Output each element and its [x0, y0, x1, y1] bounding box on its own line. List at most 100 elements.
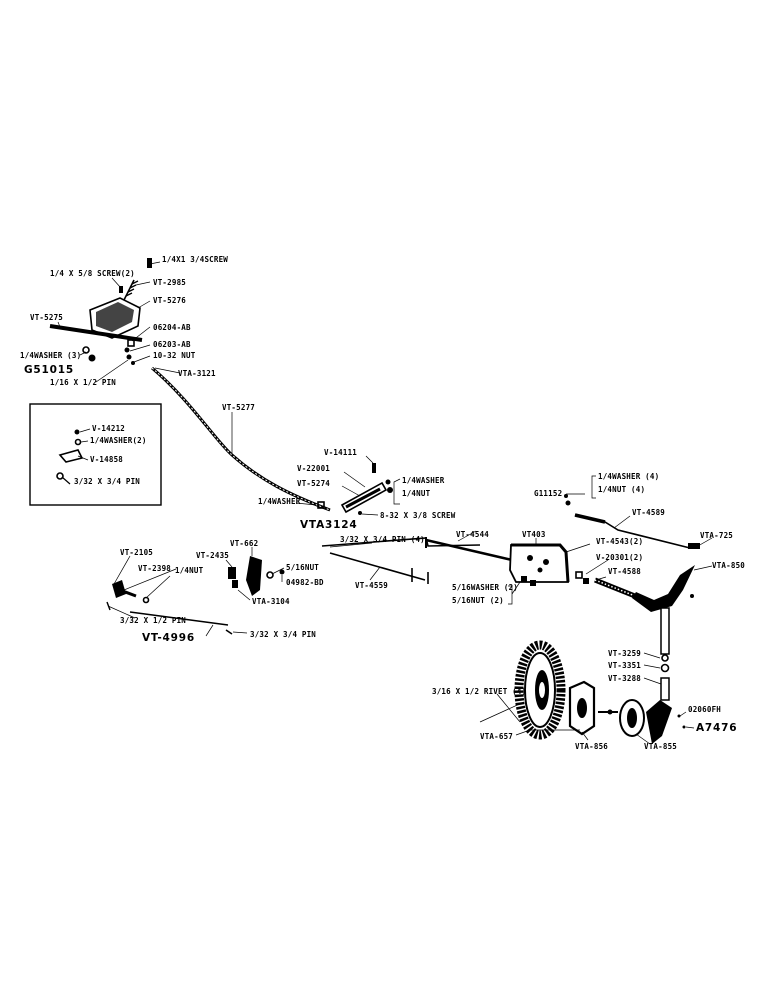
washer-c — [126, 354, 132, 360]
screw-top — [147, 258, 152, 268]
label-nut-right: 5/16NUT — [286, 563, 319, 572]
screw-small — [119, 286, 123, 293]
callout-labels: 1/4X1 3/4SCREW 1/4 X 5/8 SCREW(2) VT-298… — [20, 255, 745, 751]
label-vt5274: VT-5274 — [297, 479, 330, 488]
label-vt3259: VT-3259 — [608, 649, 641, 658]
inset-pin-head — [56, 472, 64, 480]
crank-pin — [690, 594, 694, 598]
label-v22001: V-22001 — [297, 464, 330, 473]
label-washer2-inset: 1/4WASHER(2) — [90, 436, 147, 445]
label-a7476: A7476 — [696, 722, 737, 734]
nut-right — [266, 571, 274, 579]
label-pin-inset: 3/32 X 3/4 PIN — [74, 477, 140, 486]
label-vt4543: VT-4543(2) — [596, 537, 643, 546]
rod-vt4589-end — [574, 513, 606, 524]
label-vt3288: VT-3288 — [608, 674, 641, 683]
label-screw-2: 1/4 X 5/8 SCREW(2) — [50, 269, 135, 278]
bracket-washer-b — [317, 501, 325, 509]
label-v20301: V-20301(2) — [596, 553, 643, 562]
label-vta725: VTA-725 — [700, 531, 733, 540]
part-a7476 — [682, 725, 686, 729]
bracket-nut-b — [530, 580, 536, 586]
nut-left — [142, 596, 150, 604]
rod-vt4559 — [329, 552, 426, 581]
label-vt2398: VT-2398 — [138, 564, 171, 573]
leader-lines — [57, 261, 713, 745]
part-vta725 — [688, 543, 700, 549]
lever-vt662 — [246, 556, 262, 596]
part-04982 — [279, 569, 285, 575]
bracket-hole-a — [527, 555, 533, 561]
lower-left-lever — [106, 556, 285, 635]
nut-a — [88, 354, 96, 362]
label-vt4996: VT-4996 — [142, 632, 195, 644]
part-vt3259 — [661, 654, 669, 662]
label-washer-3: 1/4WASHER (3) — [20, 351, 81, 360]
label-washer-4: 1/4WASHER (4) — [598, 472, 659, 481]
label-v14858: V-14858 — [90, 455, 123, 464]
inset-frame — [29, 403, 162, 506]
label-nut-4: 1/4NUT (4) — [598, 485, 645, 494]
part-vt2105 — [112, 580, 126, 598]
pin-right — [225, 629, 233, 635]
wheel-center — [539, 682, 545, 698]
bracket-vt403-edge — [511, 543, 570, 583]
label-vt2435: VT-2435 — [196, 551, 229, 560]
washer-a — [82, 346, 90, 354]
label-vt662: VT-662 — [230, 539, 258, 548]
wheel-assembly — [514, 640, 686, 744]
plate-hub — [577, 698, 587, 718]
washer-g11152-a — [564, 494, 568, 498]
label-vt403: VT403 — [522, 530, 546, 539]
rod-vt4996 — [129, 611, 229, 626]
screw-v14111 — [372, 463, 376, 473]
axle-nut — [607, 709, 613, 715]
label-screw-832: 8-32 X 3/8 SCREW — [380, 511, 456, 520]
rod-link — [425, 538, 513, 562]
label-vta657: VTA-657 — [480, 732, 513, 741]
bar-vt5275 — [49, 324, 143, 342]
bracket-edge — [345, 487, 381, 509]
control-housing — [89, 297, 141, 339]
label-06204-ab: 06204-AB — [153, 323, 191, 332]
part-vt3351 — [660, 663, 670, 673]
label-g11152: G11152 — [534, 489, 562, 498]
bracket-nut-a — [521, 576, 527, 582]
inset-part-v14212 — [74, 429, 80, 435]
washer-b — [124, 347, 130, 353]
label-pin-4: 3/32 X 3/4 PIN (4) — [340, 535, 425, 544]
screw-832 — [358, 511, 362, 515]
part-vt2398 — [119, 588, 137, 598]
label-02060fh: 02060FH — [688, 705, 721, 714]
part-vt3288 — [660, 677, 670, 701]
label-06203-ab: 06203-AB — [153, 340, 191, 349]
label-04982-bd: 04982-BD — [286, 578, 324, 587]
washer-bracket — [385, 479, 391, 485]
spring-coils — [125, 280, 139, 297]
label-v14111: V-14111 — [324, 448, 357, 457]
crank-shaft — [660, 607, 670, 655]
nut-bracket — [387, 487, 393, 493]
bracket-hole-b — [543, 559, 549, 565]
bracket-hole-c — [537, 567, 543, 573]
inset-washer — [74, 438, 82, 446]
label-washer-a: 1/4WASHER — [402, 476, 445, 485]
label-vt4588: VT-4588 — [608, 567, 641, 576]
label-vt2985: VT-2985 — [153, 278, 186, 287]
part-02060fh — [677, 714, 681, 718]
label-vt5276: VT-5276 — [153, 296, 186, 305]
label-vt5275: VT-5275 — [30, 313, 63, 322]
label-rivet-4: 3/16 X 1/2 RIVET (4) — [432, 687, 526, 696]
label-nut-1032: 10-32 NUT — [153, 351, 196, 360]
label-vta850: VTA-850 — [712, 561, 745, 570]
label-washer-b: 1/4WASHER — [258, 497, 301, 506]
label-vta3121: VTA-3121 — [178, 369, 216, 378]
bracket-vt403 — [509, 544, 569, 583]
label-vta855: VTA-855 — [644, 742, 677, 751]
label-v14212: V-14212 — [92, 424, 125, 433]
washer-v20301-b — [583, 578, 589, 584]
spring-vt4588-coils — [594, 579, 641, 599]
inset-pin — [61, 476, 71, 485]
disc-hub — [627, 708, 637, 728]
label-vt4544: VT-4544 — [456, 530, 489, 539]
